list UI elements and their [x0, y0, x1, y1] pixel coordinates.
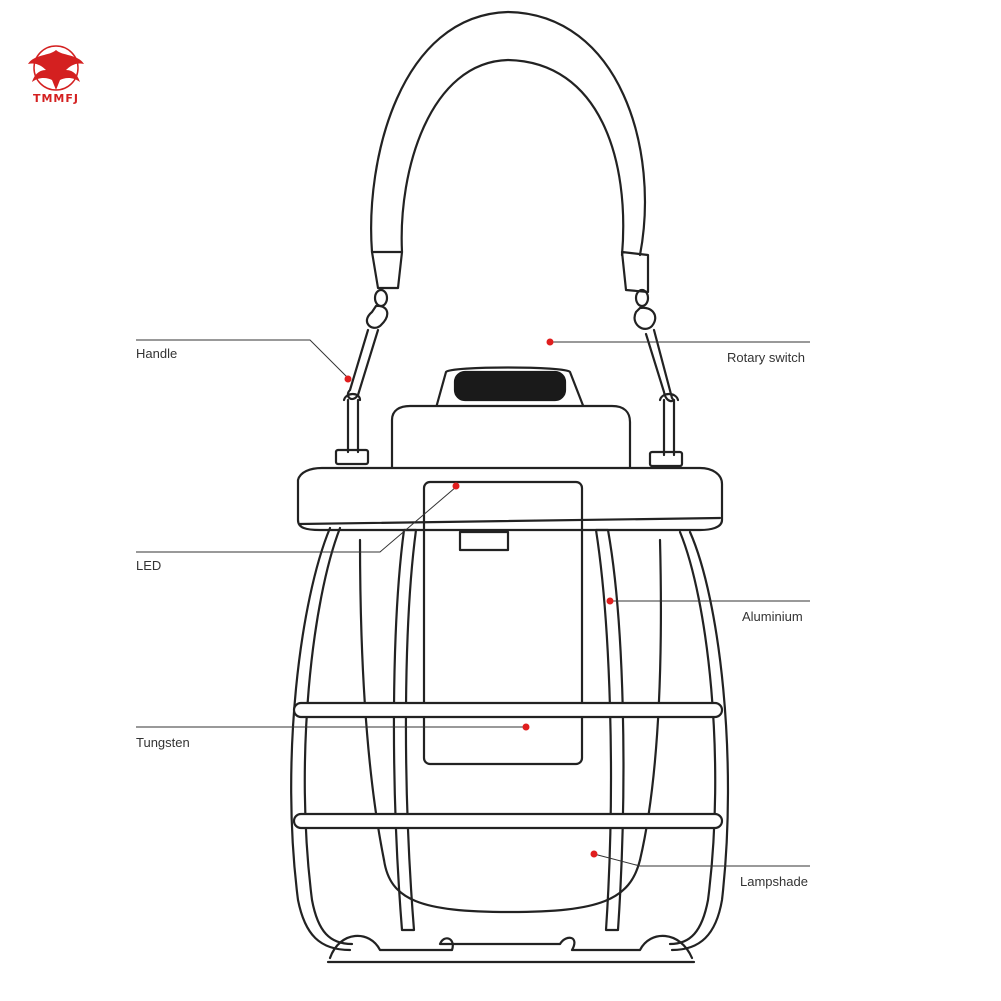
cage-left-inner — [392, 528, 418, 932]
cage-right-outer-2 — [668, 530, 717, 946]
leader-led — [136, 486, 457, 553]
dot-lampshade — [590, 850, 598, 858]
lampshade-bottom — [382, 858, 642, 914]
dot-tungsten — [522, 723, 530, 731]
base-disk — [296, 466, 724, 532]
ring-upper — [292, 701, 724, 719]
strap-end-left — [370, 250, 404, 290]
snap-hook-left — [346, 304, 389, 401]
label-aluminium: Aluminium — [742, 609, 803, 624]
cage-right-inner — [594, 528, 625, 932]
cage-right-outer — [670, 530, 730, 952]
cage-left-outer-2 — [303, 526, 354, 946]
dot-aluminium — [606, 597, 614, 605]
label-lampshade: Lampshade — [740, 874, 808, 889]
label-handle: Handle — [136, 346, 178, 361]
leader-handle — [136, 339, 349, 379]
brand-name: TMMFJ — [32, 92, 79, 105]
dot-led — [452, 482, 460, 490]
dot-handle — [344, 375, 352, 383]
ring-lower — [292, 812, 724, 830]
snap-hook-right — [633, 306, 674, 403]
phoenix-logo-icon — [28, 45, 84, 91]
handle-strap — [370, 10, 647, 257]
dot-rotary — [546, 338, 554, 346]
label-led: LED — [136, 558, 162, 573]
cage-left-outer — [290, 526, 352, 952]
cage-feet — [328, 934, 694, 960]
strap-end-right — [620, 250, 650, 294]
top-housing — [390, 404, 632, 472]
label-tungsten: Tungsten — [136, 735, 190, 750]
handle-strap-inner — [400, 58, 625, 257]
led-panel — [422, 480, 584, 766]
label-rotary-switch: Rotary switch — [727, 350, 806, 365]
leader-lampshade — [593, 853, 810, 867]
